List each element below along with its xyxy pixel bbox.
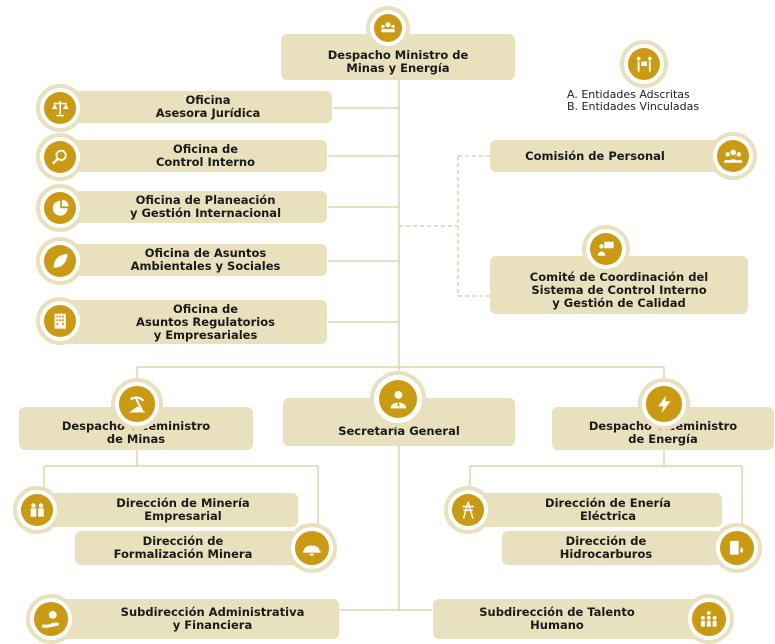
person-tie-icon <box>370 371 426 427</box>
comision-personal[interactable]: Comisión de Personal <box>490 140 730 172</box>
meeting-icon <box>366 6 410 50</box>
dir-line2: Eléctrica <box>579 509 637 523</box>
sub-line2: Humano <box>530 618 584 632</box>
committee-line3: y Gestión de Calidad <box>552 295 686 310</box>
secretaria-line1: Secretaría General <box>338 423 460 438</box>
dir-formalizacion-minera[interactable]: Dirección de Formalización Minera <box>75 531 315 565</box>
sub-administrativa[interactable]: Subdirección Administrativa y Financiera <box>60 599 339 639</box>
dir-energia-electrica[interactable]: Dirección de Enería Eléctrica <box>470 493 722 527</box>
office-control-interno[interactable]: Oficina de Control Interno <box>60 140 327 172</box>
helmet-icon <box>287 523 337 573</box>
dir-hidrocarburos[interactable]: Dirección de Hidrocarburos <box>502 531 734 565</box>
building-icon <box>36 297 84 345</box>
team-icon <box>684 594 734 644</box>
dir-line2: Hidrocarburos <box>559 547 653 561</box>
office-line1: Oficina <box>185 93 231 107</box>
office-line1: Oficina de Planeación <box>135 193 276 207</box>
legend-a: A. Entidades Adscritas <box>567 88 690 101</box>
office-line2: Ambientales y Sociales <box>130 259 281 273</box>
sub-line1: Subdirección de Talento <box>479 605 635 619</box>
sub-line1: Subdirección Administrativa <box>120 605 305 619</box>
office-asuntos-ambientales[interactable]: Oficina de Asuntos Ambientales y Sociale… <box>60 244 327 276</box>
vice-minas-line2: de Minas <box>106 431 166 446</box>
office-line2: Asesora Jurídica <box>155 106 261 120</box>
office-asuntos-regulatorios[interactable]: Oficina de Asuntos Regulatorios y Empres… <box>60 300 327 344</box>
dir-line1: Dirección de Enería <box>545 496 671 510</box>
magnifier-icon <box>36 133 84 181</box>
scales-icon <box>36 84 84 132</box>
office-line2: y Gestión Internacional <box>129 206 282 220</box>
office-line1: Oficina de <box>172 301 239 316</box>
dir-line2: Empresarial <box>144 509 222 523</box>
oil-barrel-icon <box>712 523 762 573</box>
people-carrying-box-icon <box>620 40 668 88</box>
dir-line1: Dirección de <box>565 534 647 548</box>
sub-talento-humano[interactable]: Subdirección de Talento Humano <box>433 599 705 639</box>
dashed-connector <box>399 155 490 297</box>
committee-line1: Comisión de Personal <box>525 148 665 163</box>
dir-mineria-empresarial[interactable]: Dirección de Minería Empresarial <box>44 493 298 527</box>
office-line1: Oficina de <box>172 142 239 156</box>
committee-line2: Sistema de Control Interno <box>531 282 707 297</box>
leaf-icon <box>36 237 84 285</box>
office-line2: Control Interno <box>155 155 256 169</box>
group-icon <box>709 132 757 180</box>
power-tower-icon <box>444 486 492 534</box>
office-planeacion[interactable]: Oficina de Planeación y Gestión Internac… <box>60 191 327 223</box>
presenter-icon <box>582 225 630 273</box>
pickaxe-icon <box>111 378 163 430</box>
dir-line2: Formalización Minera <box>113 547 253 561</box>
office-line2: Asuntos Regulatorios <box>136 314 275 329</box>
dir-line1: Dirección de Minería <box>116 496 250 510</box>
dir-line1: Dirección de <box>142 534 224 548</box>
minister-line2: Minas y Energía <box>346 61 450 75</box>
lightning-icon <box>638 378 690 430</box>
money-hand-icon <box>26 594 76 644</box>
office-line3: y Empresariales <box>153 327 258 342</box>
pie-chart-icon <box>36 184 84 232</box>
workers-icon <box>13 486 61 534</box>
minister-line1: Despacho Ministro de <box>327 48 469 62</box>
sub-line2: y Financiera <box>172 618 253 632</box>
office-line1: Oficina de Asuntos <box>144 246 267 260</box>
vice-energia-line2: de Energía <box>628 431 698 446</box>
legend-b: B. Entidades Vinculadas <box>567 100 700 113</box>
committee-line1: Comité de Coordinación del <box>529 269 709 284</box>
office-asesora-juridica[interactable]: Oficina Asesora Jurídica <box>60 91 332 123</box>
